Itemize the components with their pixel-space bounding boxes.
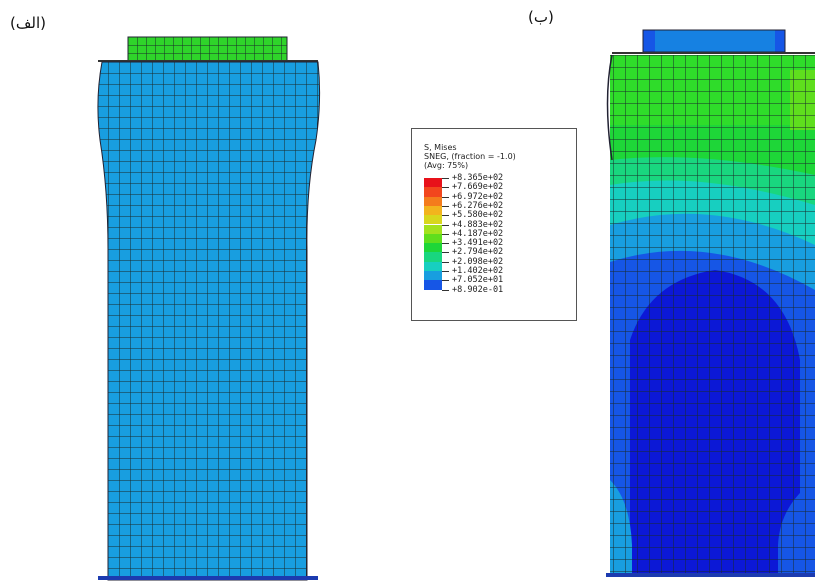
legend-swatch bbox=[424, 224, 442, 234]
legend-swatch bbox=[424, 280, 442, 290]
legend-tick bbox=[442, 271, 449, 272]
legend-tick bbox=[442, 224, 449, 226]
stress-legend: S, Mises SNEG, (fraction = -1.0) (Avg: 7… bbox=[411, 128, 577, 321]
legend-value: +2.098e+02 bbox=[452, 256, 504, 267]
label-a: (الف) bbox=[10, 14, 46, 32]
legend-tick bbox=[442, 261, 449, 263]
legend-value: +4.883e+02 bbox=[452, 219, 504, 230]
legend-value: +2.794e+02 bbox=[452, 247, 504, 258]
legend-tick bbox=[442, 243, 449, 245]
legend-swatch bbox=[424, 178, 442, 188]
legend-swatch bbox=[424, 187, 442, 197]
legend-swatch bbox=[424, 215, 442, 225]
legend-swatch bbox=[424, 271, 442, 281]
legend-value: +7.669e+02 bbox=[452, 182, 504, 193]
legend-swatch bbox=[424, 233, 442, 244]
legend-value: +5.580e+02 bbox=[452, 210, 504, 221]
legend-value: +7.052e+01 bbox=[452, 275, 504, 286]
legend-tick bbox=[442, 233, 449, 235]
legend-tick bbox=[442, 205, 449, 207]
legend-value: +8.365e+02 bbox=[452, 173, 504, 183]
legend-value: +6.276e+02 bbox=[452, 200, 504, 211]
legend-value: +4.187e+02 bbox=[452, 228, 504, 239]
label-b: (ب) bbox=[528, 8, 554, 26]
legend-value: +6.972e+02 bbox=[452, 191, 504, 202]
legend-swatch bbox=[424, 205, 442, 216]
base-plate-a bbox=[98, 576, 318, 580]
legend-title-line-1: S, Mises bbox=[424, 143, 457, 152]
legend-tick bbox=[442, 187, 449, 189]
legend-tick bbox=[442, 178, 449, 179]
legend-value: +3.491e+02 bbox=[452, 238, 504, 249]
legend-tick bbox=[442, 215, 449, 217]
legend-tick bbox=[442, 280, 449, 282]
legend-title-line-3: (Avg: 75%) bbox=[424, 161, 469, 170]
legend-swatch bbox=[424, 196, 442, 206]
legend-swatch bbox=[424, 261, 442, 271]
legend-value: +1.402e+02 bbox=[452, 266, 504, 276]
base-plate-b bbox=[606, 573, 815, 577]
legend-value: +8.902e-01 bbox=[452, 284, 504, 295]
legend-tick bbox=[442, 289, 449, 291]
legend-swatch bbox=[424, 243, 442, 253]
legend-tick bbox=[442, 252, 449, 254]
legend-tick bbox=[442, 196, 449, 198]
legend-swatch bbox=[424, 252, 442, 262]
legend-title-line-2: SNEG, (fraction = -1.0) bbox=[424, 152, 516, 161]
